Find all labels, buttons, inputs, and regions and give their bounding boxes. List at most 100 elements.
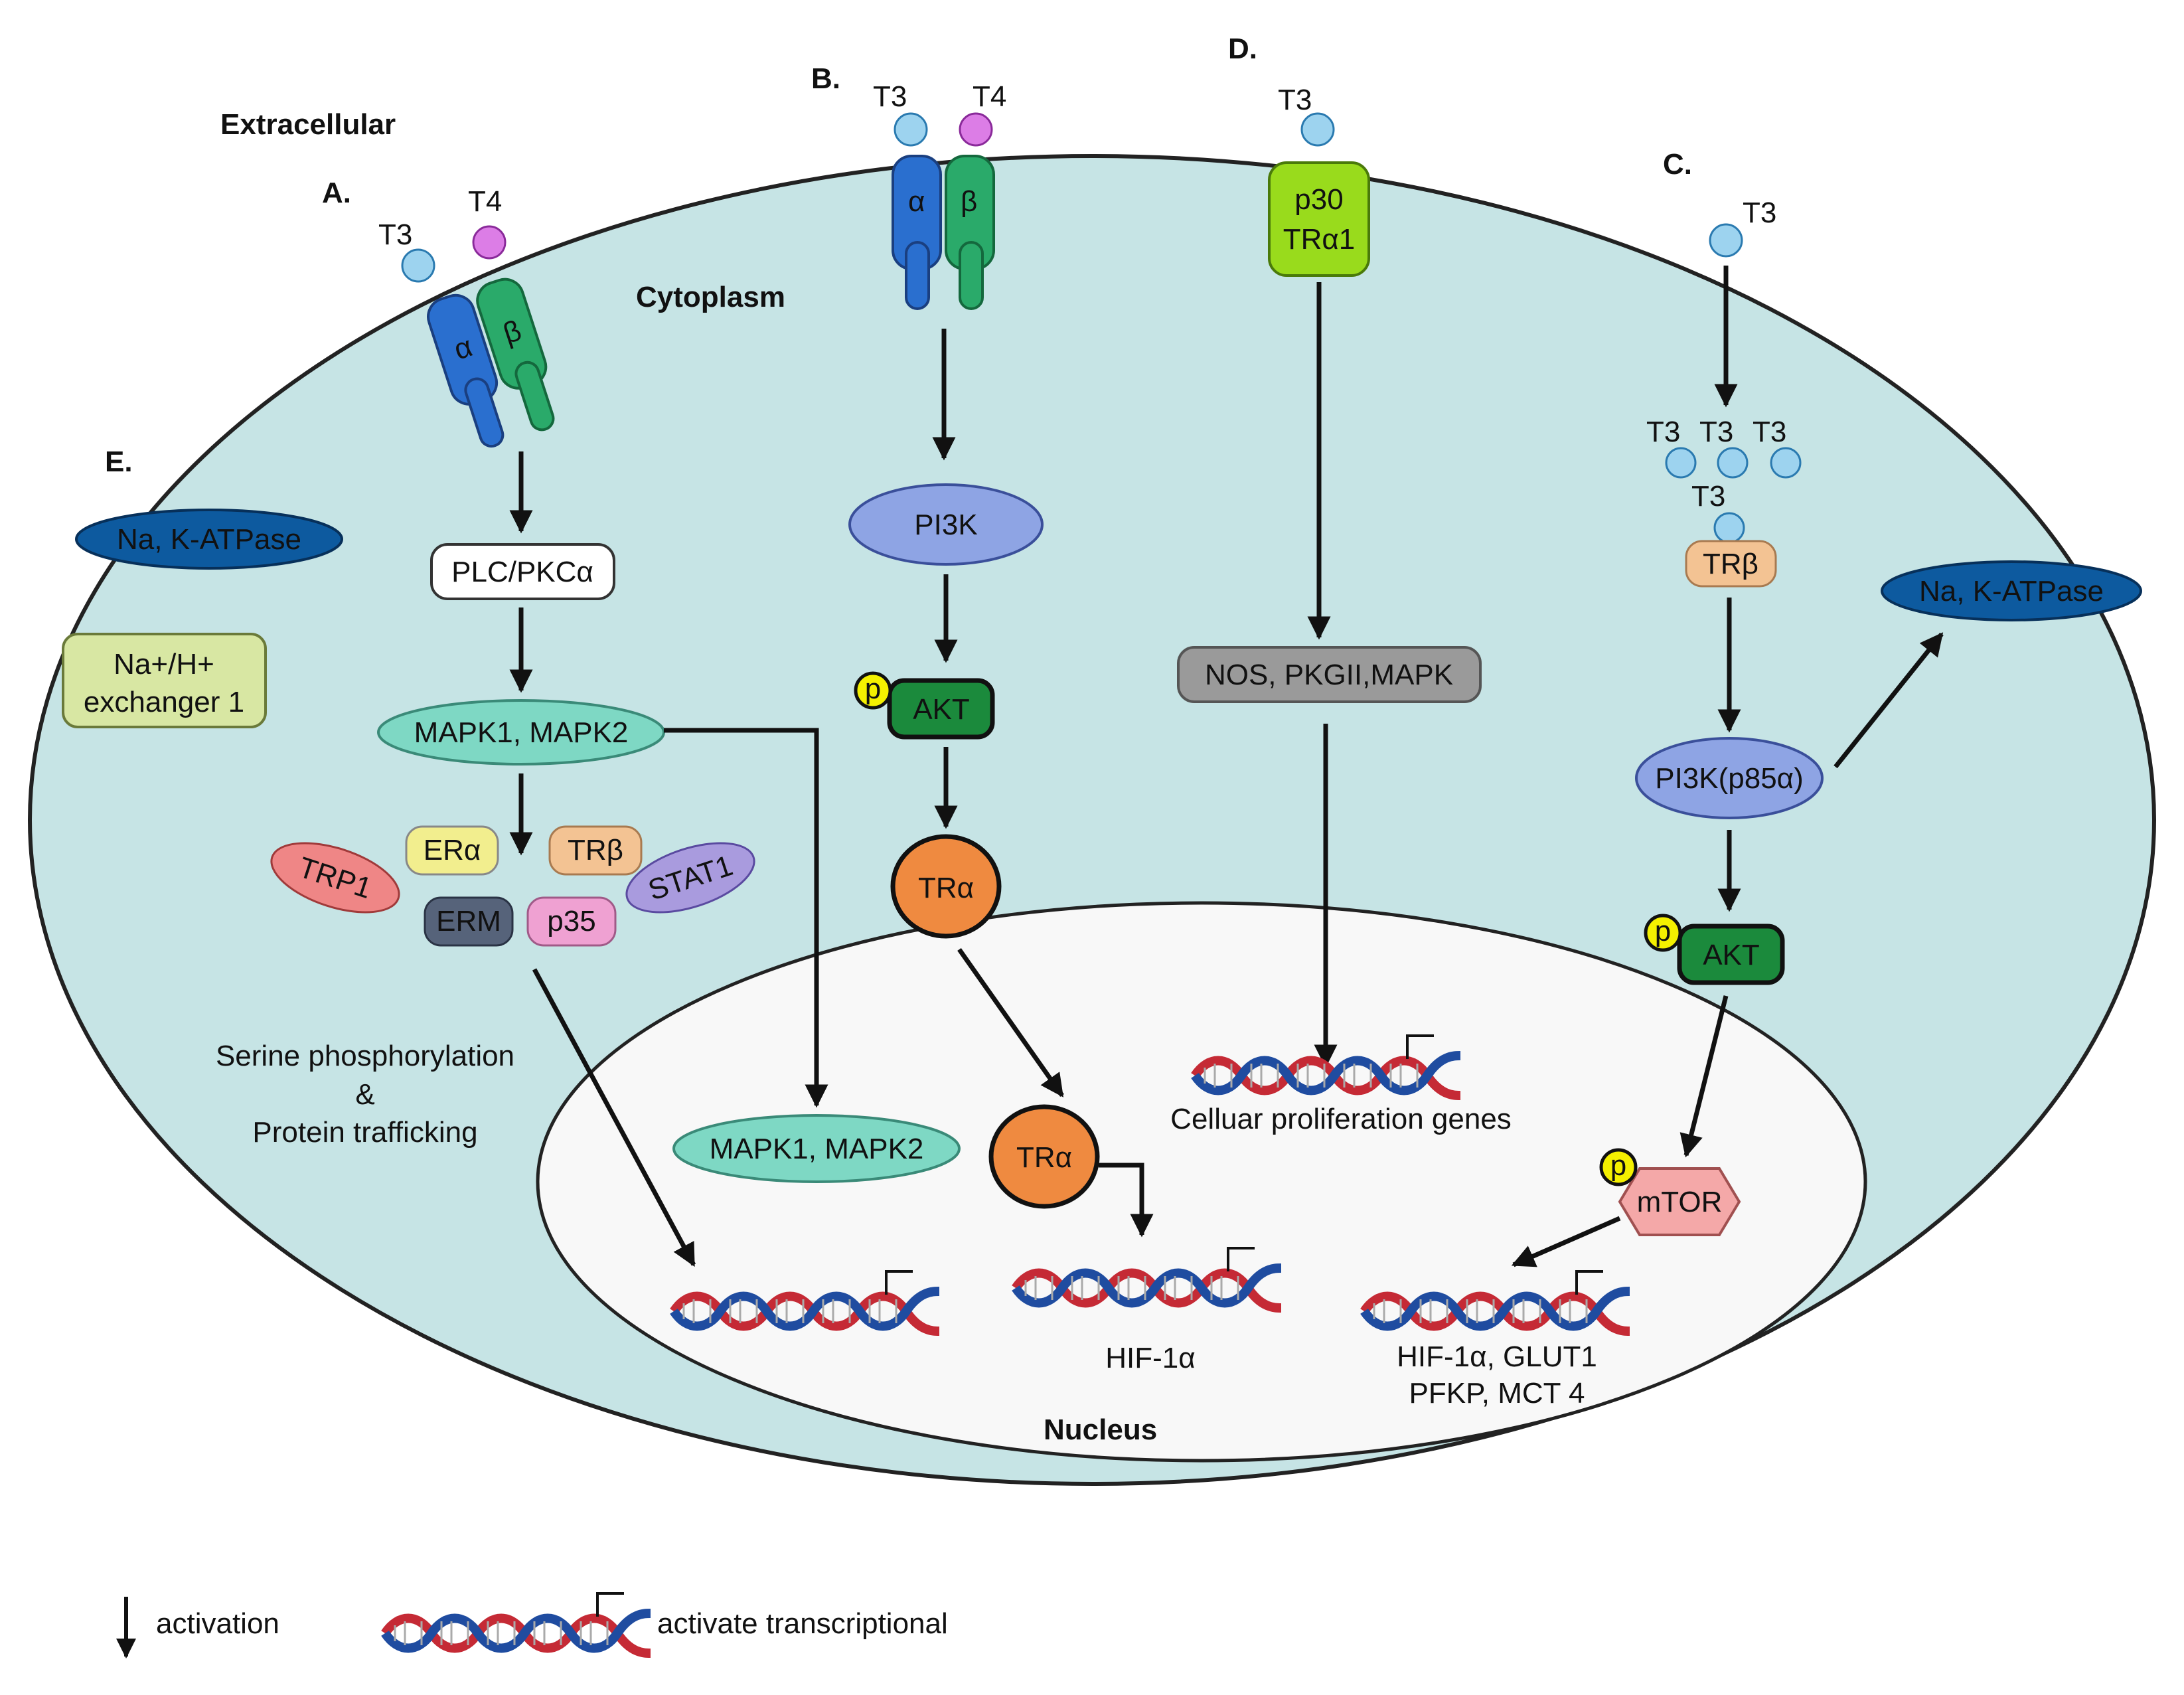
ligand-t3-label-a: T3	[378, 218, 412, 251]
t3-ligand-a	[401, 248, 435, 283]
t4-ligand-b	[959, 112, 993, 147]
phospho-label-b: p	[865, 673, 881, 705]
legend-activation-label: activation	[156, 1607, 279, 1640]
pi3k-label-b: PI3K	[914, 509, 977, 541]
atpase-ellipse-e	[75, 509, 343, 570]
target-c-line2: PFKP, MCT 4	[1409, 1377, 1585, 1410]
plc-pkc-label: PLC/PKCα	[451, 556, 593, 588]
note-line1: Serine phosphorylation	[216, 1040, 514, 1072]
p35-box	[526, 896, 617, 947]
atpase-ellipse-c	[1881, 560, 2142, 621]
trp1-ellipse	[270, 842, 400, 914]
era-box	[405, 825, 499, 876]
integrin-b: α β	[892, 155, 995, 310]
t3-label-c2: T3	[1699, 416, 1733, 448]
erm-label: ERM	[436, 905, 501, 937]
nuclear-mapk-ellipse	[672, 1114, 961, 1183]
legend-dna-icon	[385, 1593, 651, 1653]
proliferation-label: Celluar proliferation genes	[1170, 1103, 1512, 1135]
tra-ellipse-b	[890, 834, 1002, 939]
t3-label-c1: T3	[1646, 416, 1680, 448]
effectors-label: NOS, PKGII,MAPK	[1205, 659, 1453, 691]
exchanger-line2: exchanger 1	[84, 686, 244, 718]
ligand-t4-label-a: T4	[468, 185, 502, 218]
pi3k-label-c: PI3K(p85α)	[1655, 762, 1804, 795]
akt-box-c	[1677, 924, 1785, 985]
trb-box-a	[548, 825, 643, 876]
p30-label: p30	[1294, 183, 1343, 216]
panel-a-label: A.	[322, 177, 351, 209]
ligand-t4-label-b: T4	[973, 80, 1006, 113]
tra1-label: TRα1	[1283, 223, 1356, 256]
panel-e-label: E.	[105, 445, 133, 478]
arrow-c4	[1679, 995, 1729, 1158]
panel-d-label: D.	[1228, 33, 1257, 65]
t3-ligand-c2	[1717, 447, 1749, 479]
akt-label-c: AKT	[1703, 939, 1760, 971]
mapk-label: MAPK1, MAPK2	[414, 716, 629, 749]
legend-transcription-label: activate transcriptional	[657, 1607, 948, 1640]
arrow-a-to-dna	[532, 968, 696, 1267]
arrow-tra-to-dna	[1099, 1163, 1154, 1238]
plc-pkc-box	[430, 543, 615, 600]
phospho-c2	[1599, 1148, 1638, 1186]
ligand-t3-label-c: T3	[1743, 197, 1776, 229]
akt-box-b	[887, 678, 995, 740]
era-label: ERα	[424, 834, 481, 866]
akt-label-b: AKT	[913, 693, 970, 726]
t3-ligand-c1	[1665, 447, 1697, 479]
ligand-t3-label-d: T3	[1278, 84, 1312, 116]
tra-label-b: TRα	[918, 872, 974, 904]
atpase-label-c: Na, K-ATPase	[1919, 575, 2104, 607]
panel-b-label: B.	[811, 62, 840, 95]
tra-nuclear-label: TRα	[1016, 1141, 1072, 1174]
p35-label: p35	[547, 905, 595, 937]
phospho-label-c2: p	[1610, 1149, 1626, 1182]
panel-c-label: C.	[1663, 148, 1692, 181]
atpase-label-e: Na, K-ATPase	[117, 523, 301, 556]
integrin-alpha-b: α	[908, 185, 925, 218]
exchanger-line1: Na+/H+	[114, 648, 214, 681]
extracellular-label: Extracellular	[220, 108, 396, 141]
t3-label-c4: T3	[1691, 480, 1725, 513]
phospho-c1	[1644, 914, 1682, 952]
t3-label-c3: T3	[1753, 416, 1786, 448]
note-line3: Protein trafficking	[252, 1116, 477, 1149]
integrin-a: α β	[427, 278, 555, 448]
target-c-line1: HIF-1α, GLUT1	[1397, 1340, 1597, 1373]
nuclear-mapk-label: MAPK1, MAPK2	[710, 1133, 924, 1165]
trb-label-a: TRβ	[568, 834, 623, 866]
pi3k-ellipse-b	[848, 483, 1044, 566]
note-line2: &	[355, 1078, 374, 1111]
nucleus-label: Nucleus	[1044, 1413, 1157, 1446]
arrow-b4	[957, 947, 1064, 1097]
t3-ligand-c	[1709, 223, 1743, 258]
effectors-box	[1177, 646, 1482, 703]
t3-ligand-c3	[1770, 447, 1802, 479]
t4-ligand-a	[472, 225, 507, 260]
mtor-hexagon	[1618, 1167, 1741, 1236]
t3-ligand-c4	[1713, 512, 1745, 544]
integrin-beta-b: β	[961, 185, 977, 218]
trb-label-c: TRβ	[1703, 548, 1758, 580]
phospho-label-c1: p	[1655, 915, 1671, 947]
hif1a-label: HIF-1α	[1105, 1342, 1195, 1374]
pi3k-ellipse-c	[1635, 737, 1824, 819]
t3-ligand-b	[894, 112, 928, 147]
ligand-t3-label-b: T3	[873, 80, 907, 113]
arrow-mapk-to-nucleus	[664, 728, 828, 1108]
mtor-label: mTOR	[1637, 1186, 1723, 1218]
erm-box	[424, 896, 514, 947]
p30-receptor-box	[1268, 161, 1370, 277]
cytoplasm-label: Cytoplasm	[636, 281, 785, 313]
arrow-c-to-atpase	[1833, 632, 1944, 769]
tra-nuclear-ellipse	[988, 1104, 1100, 1209]
exchanger-box	[62, 633, 267, 728]
stat1-ellipse	[625, 842, 755, 914]
arrow-c5	[1511, 1216, 1621, 1267]
t3-ligand-d	[1300, 112, 1335, 147]
trb-box-c	[1685, 540, 1777, 588]
phospho-b	[854, 671, 892, 710]
